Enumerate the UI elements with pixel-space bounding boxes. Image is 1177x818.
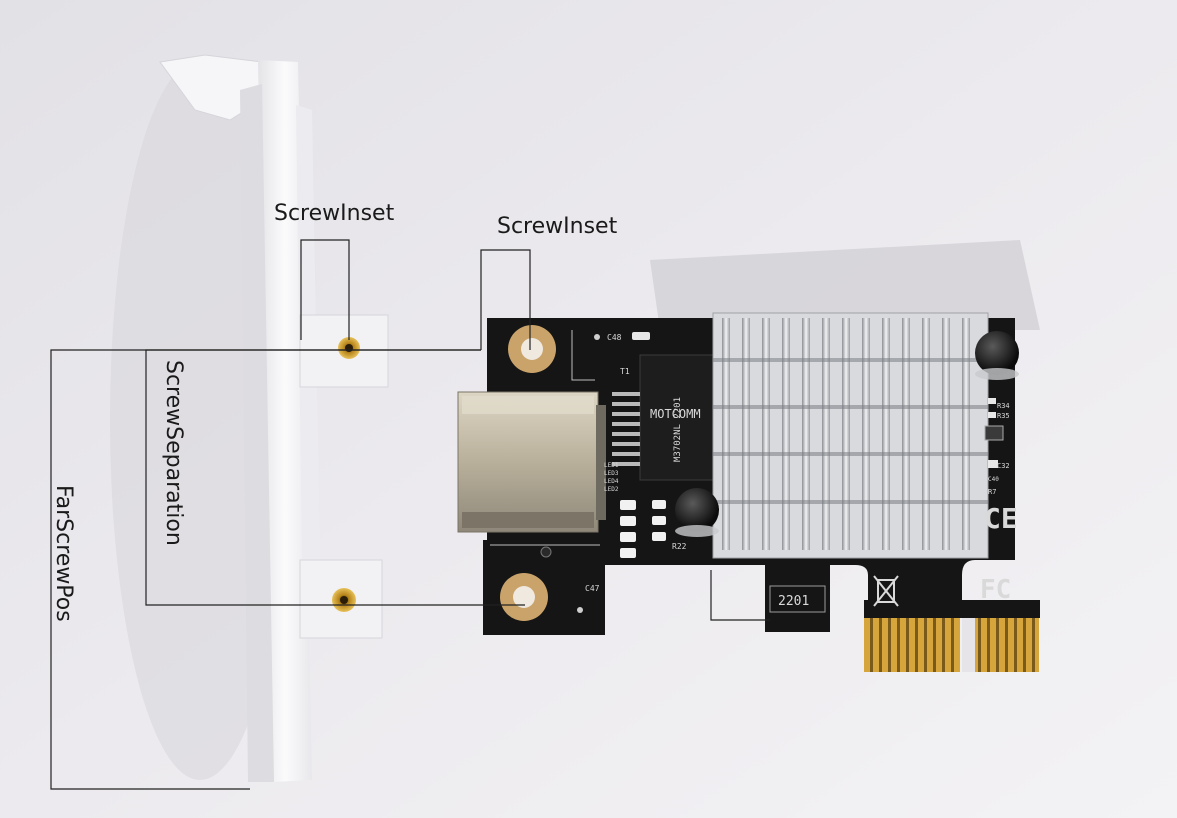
silk-ce-mark: CE (984, 502, 1018, 535)
silk-date-code: 2201 (778, 594, 809, 609)
ethernet-controller-chip (639, 354, 721, 481)
screw-inset-label-left: ScrewInset (274, 201, 395, 226)
weee-icon (873, 575, 899, 607)
annotation-lines (50, 239, 770, 790)
screw-inset-label-right: ScrewInset (497, 214, 618, 239)
silk-led4: LED4 (604, 478, 619, 485)
far-screw-pos-label: FarScrewPos (51, 485, 76, 622)
silk-r35: R35 (997, 412, 1010, 420)
screw-separation-label: ScrewSeparation (161, 360, 186, 546)
pcie-pins-left (864, 614, 960, 672)
heatsink (712, 312, 989, 559)
silk-chip-brand: MOTCOMM (650, 407, 701, 421)
silk-led2: LED2 (604, 486, 619, 493)
silk-c32: C32 (997, 462, 1010, 470)
silk-led3: LED3 (604, 470, 619, 477)
silk-led1: LED1 (604, 462, 619, 469)
far-screw-pos-bracket (50, 349, 481, 790)
silk-t1: T1 (620, 367, 630, 376)
push-pin-bottom (675, 488, 719, 532)
silk-c48: C48 (607, 333, 622, 342)
screw-inset-left-bracket (300, 239, 350, 340)
heatsink-shadow (650, 240, 1040, 330)
date-code-box (769, 585, 826, 613)
led-components (620, 332, 666, 558)
push-pin-top (975, 331, 1019, 375)
silk-chip-model: M3702NL 2201 (673, 397, 683, 462)
pcie-pins-right (975, 614, 1039, 672)
pcb-edge-marker (710, 570, 770, 621)
silk-r7: R7 (988, 488, 996, 496)
silk-c47: C47 (585, 584, 600, 593)
silk-r34: R34 (997, 402, 1010, 410)
silk-fc-mark: FC (980, 575, 1011, 605)
silk-r22: R22 (672, 542, 687, 551)
screw-inset-right-bracket (480, 249, 531, 350)
silk-c40: C40 (988, 476, 999, 483)
mounting-bracket (159, 54, 389, 782)
rj45-jack (457, 391, 606, 533)
